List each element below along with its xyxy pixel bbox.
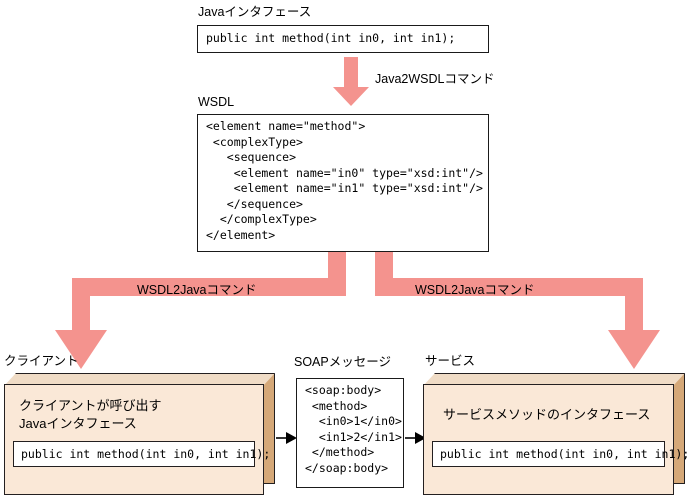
- arrow-wsdl2java-left: [55, 252, 346, 369]
- client-box-face: [4, 384, 264, 495]
- wsdl-title: WSDL: [198, 95, 235, 109]
- java-interface-code-box: public int method(int in0, int in1);: [197, 25, 489, 53]
- soap-code-box: <soap:body> <method> <in0>1</in0> <in1>2…: [296, 378, 404, 488]
- soap-title: SOAPメッセージ: [294, 355, 391, 369]
- client-heading: クライアントが呼び出す Javaインタフェース: [19, 398, 162, 431]
- arrow-java2wsdl-down: [333, 57, 369, 106]
- client-box-content: クライアントが呼び出す Javaインタフェース public int metho…: [4, 384, 270, 495]
- service-box-side: [673, 373, 685, 484]
- service-box: サービスメソッドのインタフェース public int method(int i…: [423, 373, 687, 495]
- service-code-box: public int method(int in0, int in1);: [432, 441, 687, 467]
- java-interface-title: Javaインタフェース: [198, 5, 312, 19]
- client-title: クライアント: [4, 354, 79, 368]
- label-wsdl2java-command-right: WSDL2Javaコマンド: [415, 283, 535, 297]
- service-heading: サービスメソッドのインタフェース: [443, 407, 651, 422]
- client-box-side: [263, 373, 275, 484]
- wsdl-code-box: <element name="method"> <complexType> <s…: [197, 114, 489, 252]
- client-box: クライアントが呼び出す Javaインタフェース public int metho…: [4, 373, 275, 495]
- label-wsdl2java-command-left: WSDL2Javaコマンド: [137, 283, 257, 297]
- arrow-wsdl2java-right: [375, 252, 660, 369]
- arrow-soap-to-service: [405, 432, 426, 444]
- client-code-box: public int method(int in0, int in1);: [13, 441, 270, 467]
- arrow-client-to-soap: [276, 432, 297, 444]
- label-java2wsdl-command: Java2WSDLコマンド: [375, 72, 495, 86]
- service-box-face: [423, 384, 674, 495]
- service-title: サービス: [425, 354, 476, 368]
- service-box-content: サービスメソッドのインタフェース public int method(int i…: [423, 384, 687, 495]
